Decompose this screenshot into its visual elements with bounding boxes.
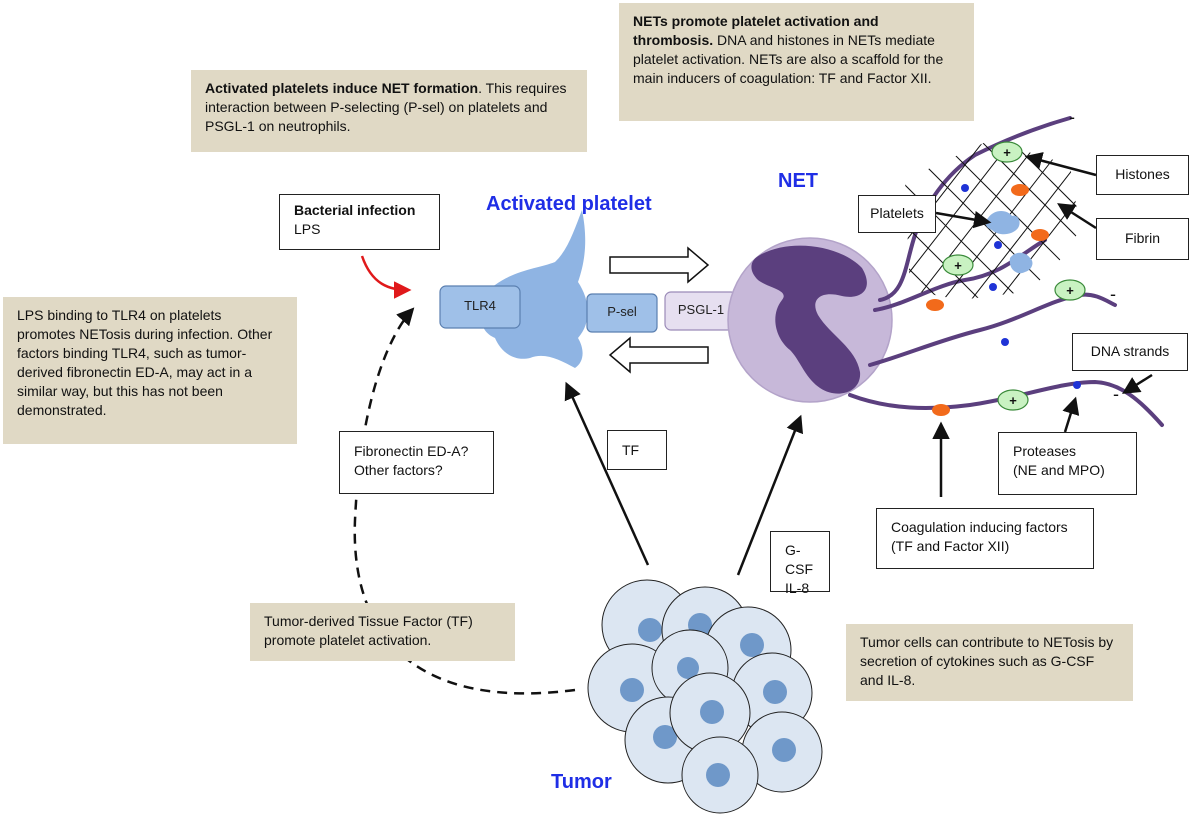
histone-plus-label: +	[1009, 393, 1017, 408]
platelets-pointer	[935, 210, 992, 229]
note-activated-induce-body: . This requires interaction between P-se…	[205, 80, 567, 134]
note-lps-binding-body: LPS binding to TLR4 on platelets promote…	[17, 307, 273, 418]
tf-label: TF	[622, 442, 640, 458]
gcsf-box: G-CSF IL-8	[770, 531, 830, 596]
platelets-label: Platelets	[870, 205, 924, 221]
fibrin-pointer	[1057, 203, 1097, 230]
histone-plus-label: +	[1003, 145, 1011, 160]
histone-markers	[942, 141, 1086, 411]
hollow-arrow-left	[608, 336, 709, 374]
fibrin-label: Fibrin	[1124, 230, 1160, 246]
ne-mpo-label: (NE and MPO)	[1013, 462, 1105, 478]
tumor-cell	[681, 736, 759, 814]
proteases-box: Proteases (NE and MPO)	[998, 432, 1137, 495]
proteases-label: Proteases	[1013, 443, 1077, 459]
note-nets-promote-body: DNA and histones in NETs mediate platele…	[633, 32, 944, 86]
platelets-box: Platelets	[858, 195, 936, 233]
cytokine-arrow	[736, 414, 803, 576]
dna-strands-box: DNA strands	[1072, 333, 1188, 371]
gcsf-label: G-CSF	[785, 542, 813, 577]
coagulation-factors-label: Coagulation inducing factors	[891, 519, 1068, 535]
negative-charge-label: -	[1069, 107, 1075, 127]
tf-box: TF	[607, 430, 667, 470]
coagulation-factor-markers	[926, 184, 1049, 416]
histone-marker	[942, 254, 974, 276]
lps-arrow	[360, 255, 412, 299]
tf-factor-xii-label: (TF and Factor XII)	[891, 538, 1010, 554]
dna-strands-label: DNA strands	[1090, 343, 1170, 359]
tumor-cluster	[587, 579, 823, 814]
negative-charge-label: -	[1110, 284, 1116, 304]
tumor-heading: Tumor	[551, 771, 612, 793]
lps-label: LPS	[294, 221, 321, 237]
note-nets-promote: NETs promote platelet activation and thr…	[619, 3, 974, 121]
tf-arrow	[564, 381, 650, 566]
activated-platelet-heading: Activated platelet	[486, 193, 652, 215]
tlr4-label: TLR4	[464, 298, 496, 313]
fibronectin-box: Fibronectin ED-A? Other factors?	[339, 431, 494, 494]
mesh-platelet	[1009, 252, 1033, 274]
fibrin-box: Fibrin	[1096, 218, 1189, 260]
histone-marker	[997, 389, 1029, 411]
hollow-arrow-right	[609, 246, 710, 284]
negative-charge-label: -	[1113, 384, 1119, 404]
histones-pointer	[1024, 152, 1097, 177]
histones-label: Histones	[1115, 166, 1170, 182]
note-lps-binding: LPS binding to TLR4 on platelets promote…	[3, 297, 297, 444]
dashed-tumor-to-tlr4-arrow	[353, 307, 576, 695]
mesh-platelet	[985, 211, 1020, 235]
protease-pointer	[1062, 396, 1080, 433]
dna-pointer	[1122, 373, 1153, 394]
note-tumor-tf-body: Tumor-derived Tissue Factor (TF) promote…	[264, 613, 473, 648]
note-nets-promote-title: NETs promote platelet activation and thr…	[633, 13, 879, 48]
fibronectin-line: Fibronectin ED-A?	[354, 443, 469, 459]
histones-box: Histones	[1096, 155, 1189, 195]
note-tumor-cells: Tumor cells can contribute to NETosis by…	[846, 624, 1133, 701]
tlr4-receptor	[439, 285, 521, 329]
net-heading: NET	[778, 170, 818, 192]
histone-marker	[991, 141, 1023, 163]
fibrin-mesh	[905, 140, 1080, 300]
psel-receptor	[586, 293, 658, 333]
bacterial-infection-title: Bacterial infection	[294, 202, 416, 218]
note-activated-induce-title: Activated platelets induce NET formation	[205, 80, 479, 96]
il8-label: IL-8	[785, 580, 810, 596]
note-tumor-cells-body: Tumor cells can contribute to NETosis by…	[860, 634, 1114, 688]
other-factors-line: Other factors?	[354, 462, 443, 478]
note-activated-induce: Activated platelets induce NET formation…	[191, 70, 587, 152]
histone-plus-label: +	[1066, 283, 1074, 298]
histone-plus-label: +	[954, 258, 962, 273]
psgl1-label: PSGL-1	[677, 302, 725, 317]
note-tumor-tf: Tumor-derived Tissue Factor (TF) promote…	[250, 603, 515, 661]
neutrophil-nucleus	[751, 245, 867, 394]
histone-marker	[1054, 279, 1086, 301]
coagulation-factors-box: Coagulation inducing factors (TF and Fac…	[876, 508, 1094, 569]
psel-label: P-sel	[607, 304, 637, 319]
protease-markers	[961, 184, 1081, 389]
bacterial-infection-box: Bacterial infection LPS	[279, 194, 440, 250]
